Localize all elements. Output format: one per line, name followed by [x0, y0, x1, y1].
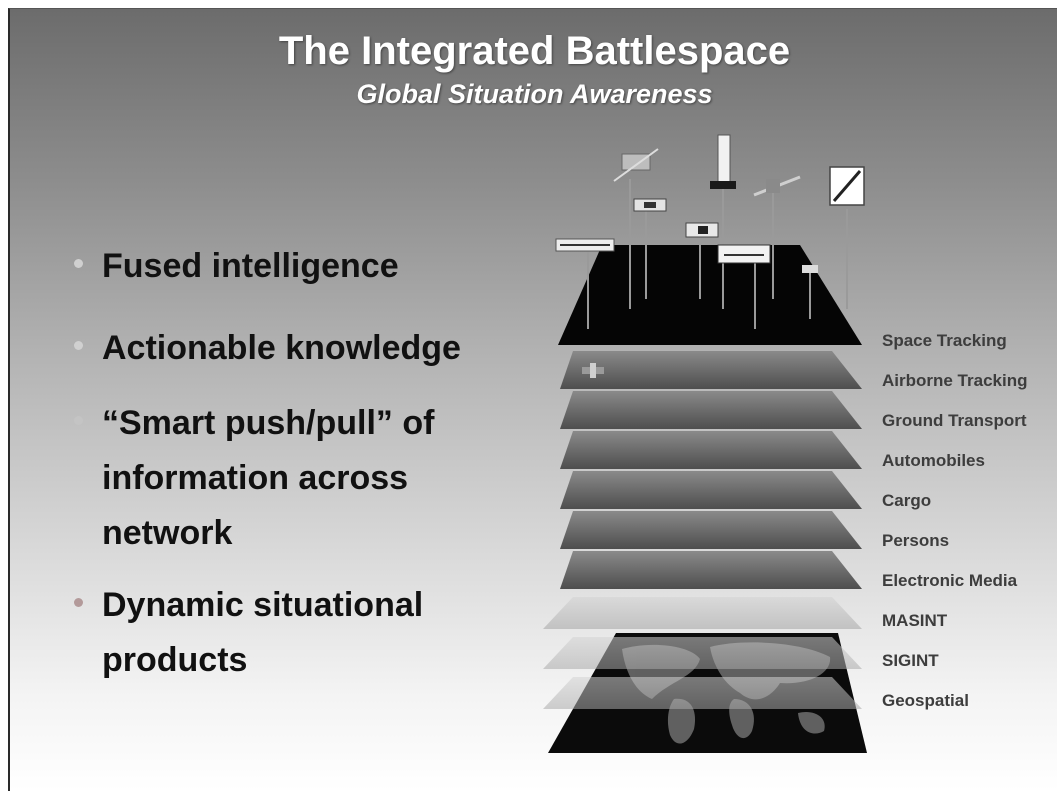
satellite-icon	[802, 265, 818, 273]
satellite-icon	[613, 148, 659, 182]
layer-plate-masint	[543, 597, 862, 629]
layer-label: Automobiles	[882, 451, 985, 470]
layer-label: Geospatial	[882, 691, 969, 710]
layer-label: SIGINT	[882, 651, 939, 670]
layer-stack-diagram: Space Tracking Airborne Tracking Ground …	[543, 134, 1027, 753]
bullet-item: Fused intelligence	[72, 239, 542, 294]
layer-label: MASINT	[882, 611, 948, 630]
slide-subtitle: Global Situation Awareness	[356, 79, 713, 109]
satellite-icon	[717, 244, 771, 264]
satellite-icon	[555, 238, 615, 252]
layer-label: Cargo	[882, 491, 931, 510]
bullet-dot-icon	[74, 259, 83, 268]
slide: The Integrated Battlespace Global Situat…	[8, 8, 1057, 791]
layer-plate-geospatial	[543, 677, 862, 709]
bullet-text: Fused intelligence	[102, 247, 399, 285]
bullet-item: Actionable knowledge	[72, 321, 542, 376]
layer-plate-cargo	[560, 471, 862, 509]
satellite-icon	[685, 222, 719, 238]
bullet-dot-icon	[74, 598, 83, 607]
bullet-dot-icon	[74, 341, 83, 350]
layer-label: Ground Transport	[882, 411, 1027, 430]
layer-plate-electronic-media	[560, 551, 862, 589]
layer-plate-sigint	[543, 637, 862, 669]
bullet-item: “Smart push/pull” of information across …	[72, 396, 542, 561]
bullet-text: “Smart push/pull” of information across …	[102, 404, 435, 552]
bullet-list: Fused intelligence Actionable knowledge …	[72, 239, 542, 688]
bullet-text: Actionable knowledge	[102, 329, 461, 367]
satellite-constellation	[587, 179, 848, 329]
satellite-icon	[633, 198, 667, 212]
satellite-icon	[829, 166, 865, 206]
layer-plate-automobiles	[560, 431, 862, 469]
layer-label: Persons	[882, 531, 949, 550]
layer-plate-persons	[560, 511, 862, 549]
bullet-dot-icon	[74, 416, 83, 425]
layer-label: Airborne Tracking	[882, 371, 1027, 390]
layer-plate-space-tracking	[558, 245, 862, 345]
aircraft-icon	[582, 363, 604, 378]
layer-plate-airborne-tracking	[560, 351, 862, 389]
satellite-icon	[753, 175, 801, 197]
layer-plate-ground-transport	[560, 391, 862, 429]
bullet-item: Dynamic situational products	[72, 578, 542, 688]
bullet-text: Dynamic situational products	[102, 586, 424, 679]
slide-title: The Integrated Battlespace	[278, 29, 791, 73]
layer-label: Space Tracking	[882, 331, 1007, 350]
layer-label: Electronic Media	[882, 571, 1018, 590]
satellite-icon	[710, 134, 736, 189]
